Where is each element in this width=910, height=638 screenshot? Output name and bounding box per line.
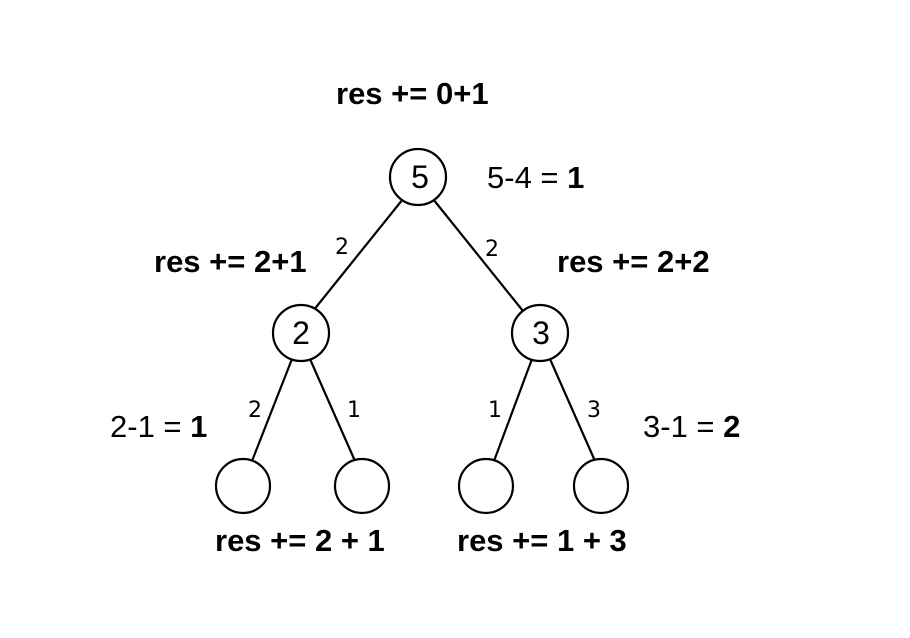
right-diff-expr: 3-1 = [643, 409, 724, 444]
root-diff-expr: 5-4 = [487, 160, 568, 195]
root-diff-value: 1 [567, 160, 585, 195]
node-right-value: 3 [532, 315, 550, 351]
weight-left-rightleaf: 1 [347, 398, 361, 423]
right-diff-annotation: 3-1 = 2 [643, 411, 740, 442]
edge-root-left [312, 198, 404, 312]
node-leaf-4 [572, 457, 630, 515]
weight-root-right: 2 [485, 237, 499, 262]
left-diff-annotation: 2-1 = 1 [110, 411, 207, 442]
left-res-annotation: res += 2+1 [154, 244, 307, 279]
edge-right-leftleaf [492, 358, 534, 462]
node-root-value: 5 [411, 159, 429, 195]
weight-left-leftleaf: 2 [248, 398, 262, 423]
edge-left-rightleaf [308, 358, 357, 462]
right-diff-value: 2 [723, 409, 741, 444]
node-left [271, 303, 331, 363]
node-leaf-3 [457, 457, 515, 515]
left-diff-value: 1 [190, 409, 208, 444]
left-leaves-res-annotation: res += 2 + 1 [215, 523, 385, 558]
node-left-value: 2 [292, 315, 310, 351]
edge-left-leftleaf [250, 358, 294, 462]
node-leaf-2 [333, 457, 391, 515]
weight-right-leftleaf: 1 [488, 398, 502, 423]
edge-root-right [432, 198, 524, 312]
weight-right-rightleaf: 3 [587, 398, 601, 423]
node-root [388, 147, 448, 207]
node-leaf-1 [214, 457, 272, 515]
weight-root-left: 2 [335, 235, 349, 260]
root-res-annotation: res += 0+1 [336, 76, 489, 111]
right-leaves-res-annotation: res += 1 + 3 [457, 523, 627, 558]
right-res-annotation: res += 2+2 [557, 244, 710, 279]
edge-right-rightleaf [548, 358, 597, 462]
left-diff-expr: 2-1 = [110, 409, 191, 444]
node-right [510, 303, 570, 363]
root-diff-annotation: 5-4 = 1 [487, 162, 584, 193]
